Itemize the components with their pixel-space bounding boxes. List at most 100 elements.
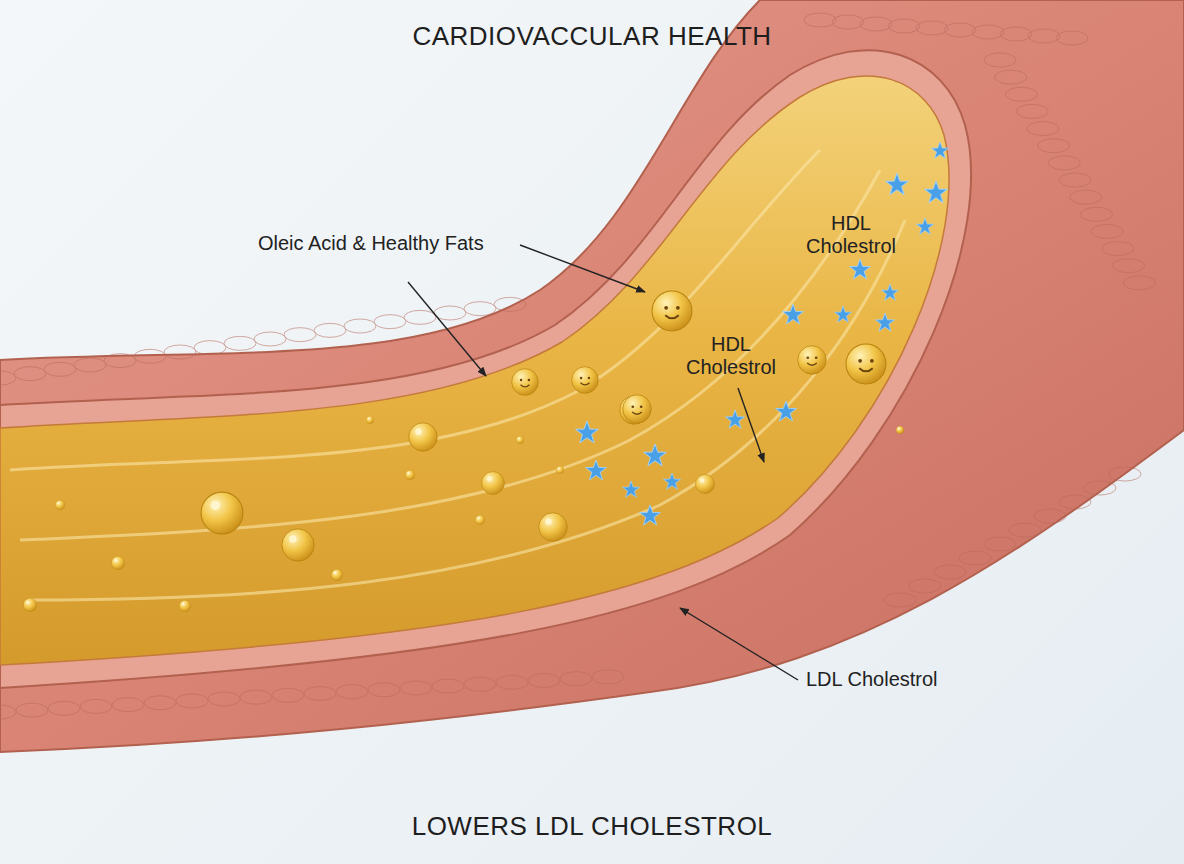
wall-cell	[1059, 495, 1091, 509]
wall-cell	[1005, 87, 1037, 101]
wall-cell	[592, 670, 624, 684]
wall-cell	[104, 354, 136, 368]
callout-label: Oleic Acid & Healthy Fats	[258, 232, 484, 255]
leader-line	[738, 388, 764, 462]
hdl-star	[925, 181, 948, 203]
callout-label: HDL Cholestrol	[666, 333, 796, 379]
wall-cell	[48, 701, 80, 715]
wall-cell	[560, 672, 592, 686]
wall-cell	[1070, 190, 1102, 204]
wall-cell	[860, 17, 892, 31]
wall-cell	[432, 679, 464, 693]
fat-bubble	[111, 556, 124, 569]
wall-cell	[464, 677, 496, 691]
hdl-star	[640, 505, 661, 525]
wall-cell	[368, 683, 400, 697]
wall-cell	[909, 579, 941, 593]
fat-bubble	[696, 475, 715, 494]
wall-cell	[1009, 523, 1041, 537]
wall-cell	[888, 19, 920, 33]
fat-bubble	[539, 513, 568, 542]
wall-cell	[1027, 122, 1059, 136]
flow-streaks	[10, 150, 905, 600]
wall-cell	[464, 302, 496, 316]
fat-bubble	[366, 416, 374, 424]
wall-cell	[1048, 156, 1080, 170]
wall-cell	[176, 694, 208, 708]
hdl-star	[850, 259, 871, 279]
fat-bubble	[556, 466, 564, 474]
wall-cell	[1091, 224, 1123, 238]
leader-line	[680, 608, 798, 680]
fat-bubble	[896, 426, 904, 434]
wall-cell	[44, 362, 76, 376]
wall-cell	[134, 349, 166, 363]
wall-cell	[74, 358, 106, 372]
hdl-star	[783, 304, 804, 324]
fat-bubble	[331, 569, 342, 580]
wall-cell	[804, 13, 836, 27]
wall-texture	[0, 13, 1155, 719]
wall-cell	[1016, 104, 1048, 118]
hdl-star	[663, 473, 680, 489]
fat-bubble	[282, 529, 314, 561]
wall-cell	[984, 53, 1016, 67]
hdl-star	[586, 460, 607, 480]
wall-cell	[1109, 467, 1141, 481]
wall-cell	[344, 319, 376, 333]
oleic-acid-bubble	[512, 369, 539, 396]
wall-cell	[1056, 31, 1088, 45]
heading-text: LOWERS LDL CHOLESTROL	[412, 812, 773, 842]
particles	[23, 142, 948, 612]
leader-line	[520, 245, 645, 292]
wall-cell	[0, 705, 16, 719]
hdl-star	[916, 218, 933, 234]
oleic-acid-bubble	[623, 395, 652, 424]
wall-cell	[112, 698, 144, 712]
wall-cell	[1080, 207, 1112, 221]
hdl-star	[876, 313, 895, 331]
fat-bubble	[201, 492, 243, 534]
oleic-acid-bubble	[652, 291, 692, 331]
oleic-acid-bubble	[846, 344, 886, 384]
oleic-acid-bubble	[798, 346, 827, 375]
wall-cell	[972, 25, 1004, 39]
wall-cell	[208, 692, 240, 706]
wall-cell	[1038, 139, 1070, 153]
wall-cell	[284, 328, 316, 342]
wall-cell	[496, 675, 528, 689]
hdl-star	[644, 444, 667, 466]
callout-label: HDL Cholestrol	[786, 212, 916, 258]
wall-cell	[434, 306, 466, 320]
fat-bubble	[179, 600, 190, 611]
wall-cell	[995, 70, 1027, 84]
wall-cell	[164, 345, 196, 359]
wall-cell	[1084, 481, 1116, 495]
wall-cell	[1123, 276, 1155, 290]
wall-cell	[494, 297, 526, 311]
wall-cell	[16, 703, 48, 717]
hdl-star	[576, 421, 599, 443]
wall-cell	[1113, 259, 1145, 273]
wall-cell	[224, 336, 256, 350]
hdl-star	[622, 481, 639, 497]
fat-bubble	[482, 472, 505, 495]
wall-cell	[1000, 27, 1032, 41]
wall-cell	[194, 341, 226, 355]
wall-cell	[336, 685, 368, 699]
callout-label: LDL Cholestrol	[806, 668, 938, 691]
hdl-star	[931, 142, 948, 158]
artery-inner-band	[0, 50, 971, 688]
fat-bubble	[405, 470, 415, 480]
fat-bubble	[409, 423, 438, 452]
oleic-acid-bubble	[572, 367, 599, 394]
fat-bubble	[55, 500, 65, 510]
wall-cell	[944, 23, 976, 37]
wall-cell	[984, 537, 1016, 551]
wall-cell	[254, 332, 286, 346]
wall-cell	[374, 315, 406, 329]
hdl-star	[881, 284, 898, 300]
wall-cell	[14, 367, 46, 381]
wall-cell	[144, 696, 176, 710]
